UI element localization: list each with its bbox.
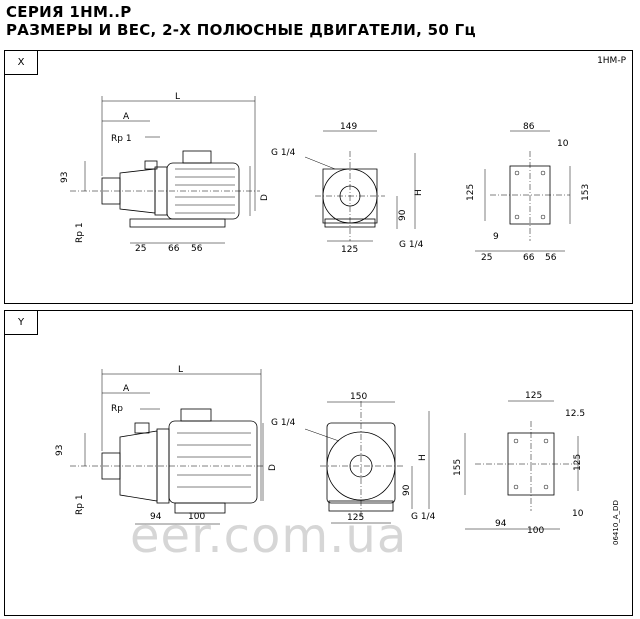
x-front-g14-bottom: G 1/4 <box>399 240 424 250</box>
series-title: СЕРИЯ 1HM..P <box>6 3 132 21</box>
x-base-66: 66 <box>523 253 535 263</box>
panel-x: X 1HM-P L A Rp 1 <box>4 50 633 304</box>
y-front-90: 90 <box>402 484 412 496</box>
y-base-12-5: 12.5 <box>565 409 585 419</box>
y-dim-100: 100 <box>188 512 205 522</box>
y-front-g14-bottom: G 1/4 <box>411 512 436 522</box>
x-base-86: 86 <box>523 122 535 132</box>
x-front-125: 125 <box>341 245 358 255</box>
y-side-view: L A Rp 93 Rp 1 D 94 100 <box>55 365 278 525</box>
watermark: eer.com.ua <box>130 508 408 564</box>
x-base-125: 125 <box>466 184 476 201</box>
x-dim-D: D <box>260 194 270 201</box>
drawing-code: 06410_A_DD <box>612 500 620 545</box>
y-front-150: 150 <box>350 392 367 402</box>
x-front-90: 90 <box>398 209 408 221</box>
panel-x-drawing: L A Rp 1 93 Rp 1 D 25 66 56 149 G 1/4 <box>60 92 591 263</box>
x-dim-rp1-left: Rp 1 <box>75 222 85 243</box>
y-base-94: 94 <box>495 519 507 529</box>
panel-x-model: 1HM-P <box>597 56 626 66</box>
panel-y-drawing: L A Rp 93 Rp 1 D 94 100 150 G 1/4 <box>55 365 585 536</box>
y-front-H: H <box>418 454 428 461</box>
x-front-g14-top: G 1/4 <box>271 148 296 158</box>
x-base-9: 9 <box>493 232 499 242</box>
x-front-view: 149 G 1/4 H 90 125 G 1/4 <box>271 122 424 255</box>
y-front-view: 150 G 1/4 H 90 125 G 1/4 <box>271 392 436 524</box>
y-base-100: 100 <box>527 526 544 536</box>
x-base-153: 153 <box>581 184 591 201</box>
panel-y-tag: Y <box>5 311 38 335</box>
x-dim-25: 25 <box>135 244 146 254</box>
y-dim-93: 93 <box>55 445 65 456</box>
x-base-25: 25 <box>481 253 492 263</box>
x-dim-rp1: Rp 1 <box>111 134 132 144</box>
x-base-10: 10 <box>557 139 569 149</box>
x-dim-L: L <box>175 92 180 102</box>
y-dim-A: A <box>123 384 130 394</box>
y-base-view: 125 12.5 155 125 94 100 10 <box>453 391 585 536</box>
x-dim-66: 66 <box>168 244 180 254</box>
x-side-view: L A Rp 1 93 Rp 1 D 25 66 56 <box>60 92 270 254</box>
y-front-125: 125 <box>347 513 364 523</box>
x-front-H: H <box>414 189 424 196</box>
y-dim-rp1-left: Rp 1 <box>75 494 85 515</box>
y-dim-rp: Rp <box>111 404 123 414</box>
y-front-g14-top: G 1/4 <box>271 418 296 428</box>
x-base-56: 56 <box>545 253 557 263</box>
y-dim-L: L <box>178 365 183 375</box>
x-base-view: 86 10 125 153 9 25 66 56 <box>466 122 591 263</box>
x-dim-93: 93 <box>60 172 70 183</box>
panel-x-tag: X <box>5 51 38 75</box>
y-base-155: 155 <box>453 459 463 476</box>
x-dim-56: 56 <box>191 244 203 254</box>
y-dim-D: D <box>268 464 278 471</box>
x-dim-A: A <box>123 112 130 122</box>
y-base-125-top: 125 <box>525 391 542 401</box>
page-subtitle: РАЗМЕРЫ И ВЕС, 2-Х ПОЛЮСНЫЕ ДВИГАТЕЛИ, 5… <box>6 21 476 39</box>
panel-y: Y L A Rp 93 Rp 1 <box>4 310 633 616</box>
y-base-125-v: 125 <box>573 454 583 471</box>
y-dim-94: 94 <box>150 512 162 522</box>
y-base-10: 10 <box>572 509 584 519</box>
x-front-149: 149 <box>340 122 357 132</box>
